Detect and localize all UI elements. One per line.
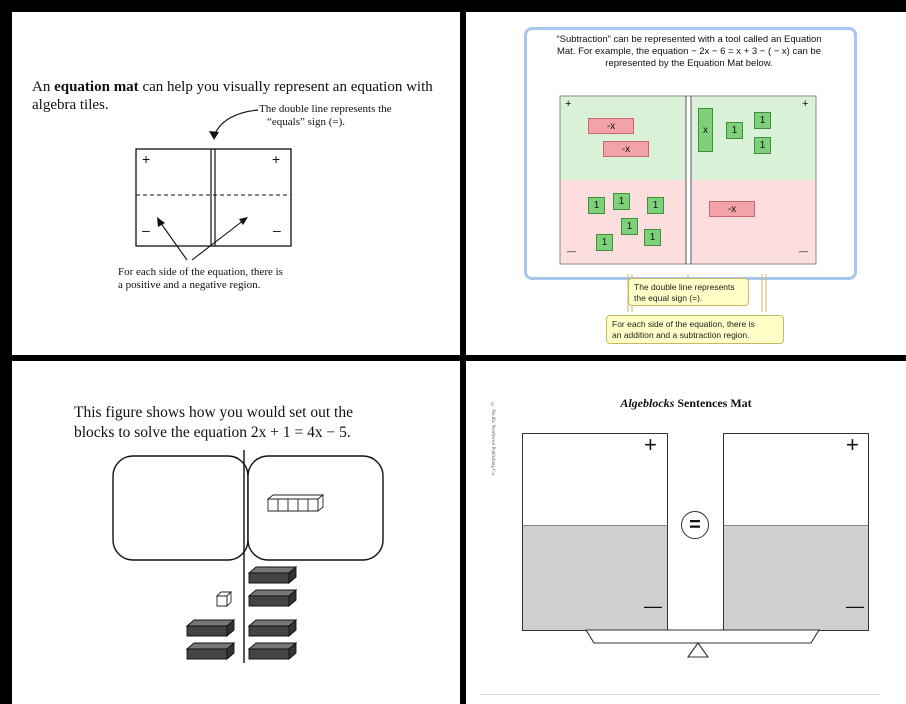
neg-x-tile: -x (588, 118, 634, 134)
intro-text: An equation mat can help you visually re… (32, 79, 433, 113)
panel-equation-mat-colored: “Subtraction” can be represented with a … (466, 12, 906, 355)
left-addition-region (560, 96, 686, 180)
panel-blocks-equation: This figure shows how you would set out … (12, 361, 460, 704)
regions-note: For each side of the equation, there is … (118, 266, 283, 291)
subtraction-header: “Subtraction” can be represented with a … (556, 34, 822, 69)
unit-tile: 1 (613, 193, 630, 210)
unit-tile: 1 (621, 218, 638, 235)
balance-beam (585, 629, 820, 658)
page-edge (480, 694, 880, 695)
equals-circle: = (681, 511, 709, 539)
right-plus-sign: + (802, 98, 809, 110)
mat-title: Algeblocks Sentences Mat (620, 396, 752, 410)
blocks-diagram (112, 450, 384, 663)
unit-tile: 1 (647, 197, 664, 214)
left-negative-region (522, 525, 668, 631)
unit-tile: 1 (588, 197, 605, 214)
left-plus-sign: + (142, 151, 151, 167)
right-minus-sign: – (273, 222, 281, 238)
right-plus-sign: + (272, 151, 281, 167)
right-minus-sign: — (799, 246, 808, 256)
left-plus-sign: + (565, 98, 572, 110)
unit-tile: 1 (644, 229, 661, 246)
unit-tile: 1 (754, 112, 771, 129)
panel-algeblocks-mat: © Pacific Northwest Publishing Co. Algeb… (466, 361, 906, 704)
left-plus-sign: + (644, 432, 657, 457)
unit-tile: 1 (754, 137, 771, 154)
unit-cube-row (266, 494, 325, 512)
side-copyright: © Pacific Northwest Publishing Co. (490, 403, 495, 477)
x-tile: x (698, 108, 713, 152)
double-line-note: The double line represents the “equals” … (259, 103, 392, 128)
equation-mat-diagram (135, 109, 292, 261)
unit-tile: 1 (726, 122, 743, 139)
right-subtraction-region (691, 180, 816, 264)
right-minus-sign: — (846, 596, 864, 616)
left-minus-sign: — (567, 246, 576, 256)
right-negative-region (723, 525, 869, 631)
neg-x-tile: -x (709, 201, 755, 217)
unit-tile: 1 (596, 234, 613, 251)
left-minus-sign: – (142, 222, 150, 238)
right-positive-region (723, 433, 869, 526)
regions-callout: For each side of the equation, there is … (606, 315, 784, 344)
neg-x-tile: -x (603, 141, 649, 157)
left-minus-sign: — (644, 596, 662, 616)
right-plus-sign: + (846, 432, 859, 457)
double-line-callout: The double line represents the equal sig… (628, 278, 749, 306)
panel-equation-mat-textbook: An equation mat can help you visually re… (12, 12, 460, 355)
equation-caption: This figure shows how you would set out … (74, 404, 353, 441)
left-positive-region (522, 433, 668, 526)
